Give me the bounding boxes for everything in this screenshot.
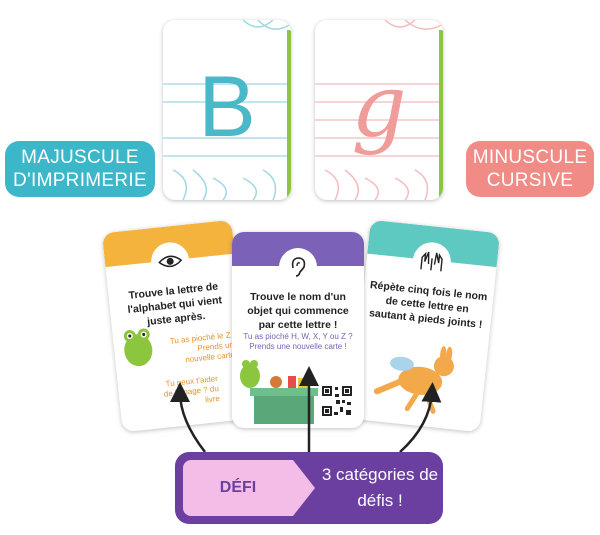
arrow-right xyxy=(399,382,442,453)
qr-code-icon xyxy=(320,384,354,418)
letter-card-uppercase: B xyxy=(163,20,291,200)
card-edge xyxy=(287,30,291,200)
card-instruction: Trouve le nom d'un objet qui commence pa… xyxy=(247,291,349,331)
banner-arrow-shape xyxy=(293,460,315,516)
ruled-lines xyxy=(163,20,291,200)
card-edge xyxy=(439,30,443,200)
card-hint: Tu as pioché H, W, X, Y ou Z ? Prends un… xyxy=(243,332,353,351)
ear-icon xyxy=(279,248,317,286)
pill-line-2: CURSIVE xyxy=(486,170,574,191)
frog-illustration xyxy=(123,328,153,367)
uppercase-category-pill: MAJUSCULE D'IMPRIMERIE xyxy=(5,141,155,197)
hands-icon xyxy=(410,240,453,283)
defi-label: DÉFI xyxy=(183,460,293,516)
pill-line-1: MINUSCULE xyxy=(472,147,588,168)
pill-line-2: D'IMPRIMERIE xyxy=(13,170,147,191)
cursive-category-pill: MINUSCULE CURSIVE xyxy=(466,141,594,197)
challenge-card-see: Trouve la lettre de l'alphabet qui vient… xyxy=(101,219,253,433)
arrow-left xyxy=(170,382,206,453)
challenge-card-hear: Trouve le nom d'un objet qui commence pa… xyxy=(232,232,364,428)
letter-card-cursive: g xyxy=(315,20,443,200)
banner-text: 3 catégories de défis ! xyxy=(321,465,439,510)
cursive-letter: g xyxy=(351,57,407,157)
uppercase-letter: B xyxy=(198,59,256,155)
pill-line-1: MAJUSCULE xyxy=(21,147,139,168)
eye-icon xyxy=(149,240,192,283)
toy-box-illustration xyxy=(240,360,318,424)
ruled-lines xyxy=(315,20,443,200)
challenge-banner: DÉFI 3 catégories de défis ! xyxy=(175,452,443,524)
